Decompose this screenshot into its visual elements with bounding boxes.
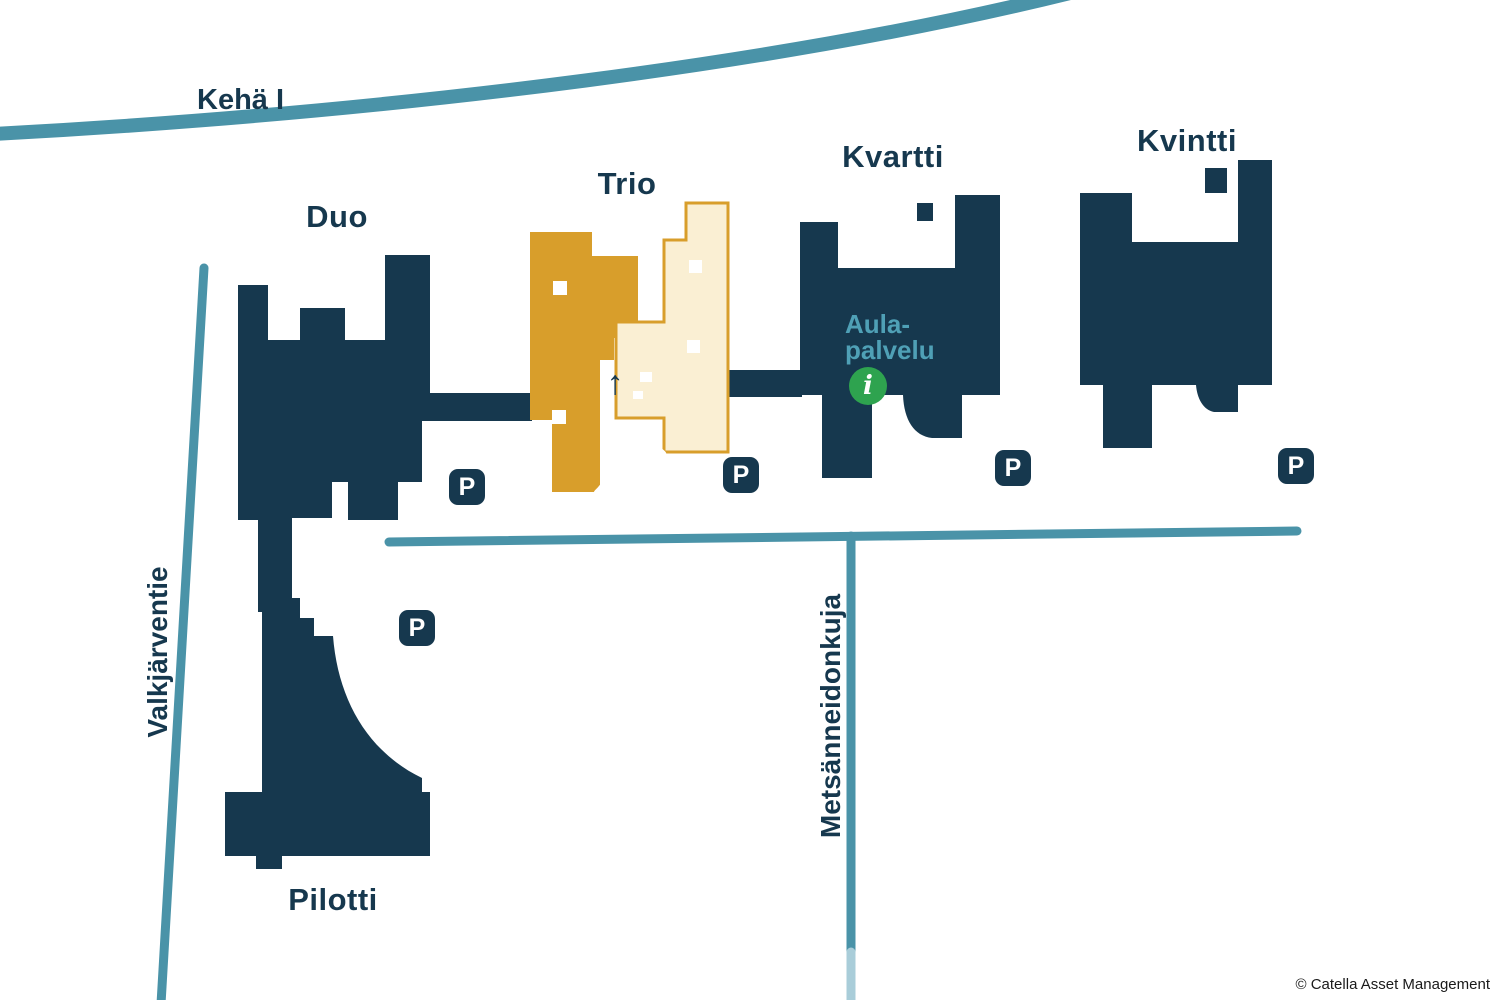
parking-icon-2: P: [723, 457, 759, 493]
building-kvartti-part: [822, 395, 872, 478]
building-trio-east-shape: [614, 201, 730, 454]
building-trio-east: [614, 201, 730, 454]
window: [640, 372, 652, 382]
parking-icon-5: P: [399, 610, 435, 646]
building-kvintti-part: [1238, 160, 1272, 385]
building-duo: [238, 255, 532, 612]
label-trio: Trio: [597, 166, 657, 201]
label-duo: Duo: [306, 199, 368, 234]
building-pilotti: [225, 598, 430, 869]
info-icon: i: [849, 367, 887, 405]
label-metsanneidonkuja: Metsänneidonkuja: [815, 593, 846, 839]
building-duo-neck: [258, 478, 292, 612]
window: [553, 281, 567, 295]
building-kvartti-part: [955, 195, 1000, 395]
label-pilotti: Pilotti: [288, 882, 378, 917]
window: [552, 410, 566, 424]
road-valkjarventie: [156, 263, 209, 1000]
parking-icon-4: P: [1278, 448, 1314, 484]
building-kvintti-part: [1205, 168, 1227, 193]
window: [633, 391, 643, 399]
road-keha-1: [0, 0, 1071, 141]
aula-line-2: palvelu: [845, 335, 935, 365]
aula-palvelu-label: Aula- palvelu: [845, 311, 935, 363]
building-kvintti-part: [1196, 385, 1238, 412]
label-kvintti: Kvintti: [1137, 123, 1237, 158]
building-kvartti-part: [917, 203, 933, 221]
entrance-arrow-icon: ↑: [606, 364, 624, 402]
building-trio-west: [530, 232, 638, 492]
corridor-duo-trio: [415, 393, 532, 421]
window: [689, 260, 702, 273]
corridor-trio-kvartti: [728, 370, 802, 397]
building-trio-west-shape: [530, 232, 638, 492]
copyright-text: © Catella Asset Management: [1295, 976, 1491, 993]
building-kvintti: [1080, 160, 1272, 448]
building-kvartti: [800, 195, 1000, 478]
building-kvartti-part: [903, 395, 962, 438]
parking-icon-1: P: [449, 469, 485, 505]
label-keha-1: Kehä I: [197, 84, 285, 116]
window: [687, 340, 700, 353]
label-kvartti: Kvartti: [842, 139, 944, 174]
building-kvintti-part: [1103, 385, 1152, 448]
road-internal-access: [384, 526, 1302, 547]
label-valkjarventie: Valkjärventie: [142, 566, 173, 738]
building-duo-part: [348, 478, 398, 520]
parking-icon-3: P: [995, 450, 1031, 486]
aula-line-1: Aula-: [845, 309, 910, 339]
walkway-curve: [593, 439, 667, 500]
